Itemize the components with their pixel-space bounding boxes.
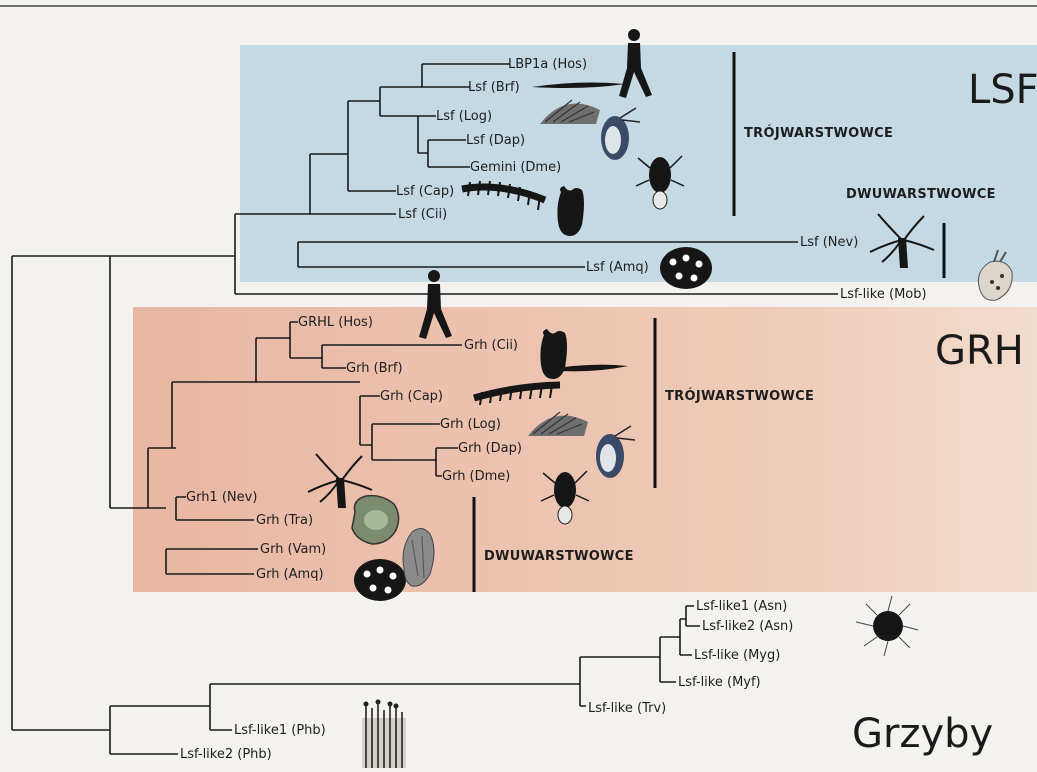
leaf-label: Grh (Amq)	[256, 567, 324, 582]
clade-label-fungi: Grzyby	[852, 711, 993, 757]
leaf-label: Grh1 (Nev)	[186, 490, 257, 505]
leaf-label: Lsf-like (Myf)	[678, 675, 761, 690]
leaf-label: Grh (Brf)	[346, 361, 403, 376]
leaf-label: Lsf-like (Mob)	[840, 287, 927, 302]
leaf-label: Lsf-like1 (Asn)	[696, 599, 787, 614]
leaf-label: Grh (Dap)	[458, 441, 522, 456]
leaf-label: Gemini (Dme)	[470, 160, 561, 175]
leaf-label: Grh (Tra)	[256, 513, 313, 528]
leaf-label: Lsf-like2 (Phb)	[180, 747, 272, 762]
leaf-label: Grh (Cii)	[464, 338, 518, 353]
leaf-label: Lsf (Cap)	[396, 184, 454, 199]
leaf-label: Grh (Log)	[440, 417, 501, 432]
group-label-lsf-diploblasts: DWUWARSTWOWCE	[846, 187, 996, 202]
leaf-label: GRHL (Hos)	[298, 315, 373, 330]
leaf-label: Grh (Dme)	[442, 469, 510, 484]
phycomyces-silhouette	[362, 700, 406, 769]
leaf-label: LBP1a (Hos)	[508, 57, 587, 72]
clade-label-lsf: LSF	[968, 67, 1037, 113]
clade-label-grh: GRH	[935, 328, 1024, 374]
group-label-grh-diploblasts: DWUWARSTWOWCE	[484, 549, 634, 564]
leaf-label: Lsf-like (Myg)	[694, 648, 780, 663]
leaf-label: Lsf (Nev)	[800, 235, 858, 250]
fungus-spore-silhouette	[856, 596, 918, 656]
leaf-label: Lsf-like (Trv)	[588, 701, 666, 716]
leaf-label: Lsf (Dap)	[466, 133, 525, 148]
leaf-label: Lsf-like1 (Phb)	[234, 723, 326, 738]
leaf-label: Lsf-like2 (Asn)	[702, 619, 793, 634]
trichoplax-silhouette	[352, 496, 399, 544]
group-label-lsf-triploblasts: TRÓJWARSTWOWCE	[744, 125, 893, 141]
leaf-label: Grh (Vam)	[260, 542, 326, 557]
leaf-label: Lsf (Amq)	[586, 260, 649, 275]
leaf-label: Lsf (Cii)	[398, 207, 447, 222]
leaf-label: Grh (Cap)	[380, 389, 443, 404]
group-label-grh-triploblasts: TRÓJWARSTWOWCE	[665, 388, 814, 404]
leaf-label: Lsf (Brf)	[468, 80, 520, 95]
leaf-label: Lsf (Log)	[436, 109, 492, 124]
